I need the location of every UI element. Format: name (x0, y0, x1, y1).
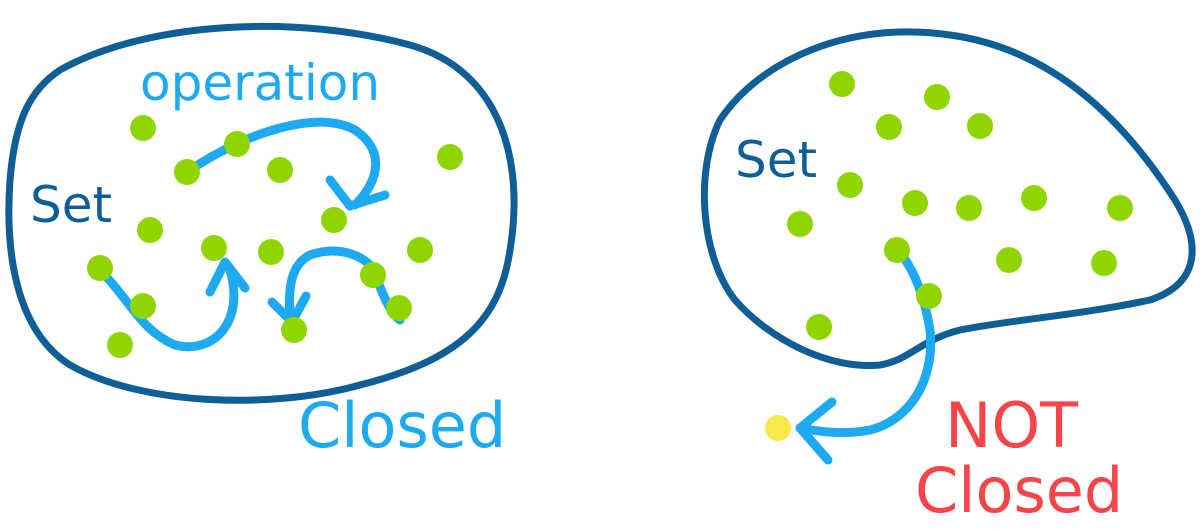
not-closed-label: Closed (915, 454, 1123, 527)
element-dot (437, 144, 463, 170)
element-dot (174, 159, 200, 185)
element-dot (1107, 195, 1133, 221)
closed-label: Closed (298, 389, 506, 462)
escape-arrow (795, 245, 936, 465)
element-dot (829, 71, 855, 97)
element-dot (224, 131, 250, 157)
element-dot (130, 115, 156, 141)
operation-arrow-left-head (205, 257, 250, 297)
element-dot (87, 255, 113, 281)
element-dot (924, 84, 950, 110)
element-dot (902, 190, 928, 216)
operation-arrow-top-head (325, 175, 390, 211)
not-closed-set-panel: Set NOT Closed (700, 28, 1196, 527)
left-set-boundary (5, 22, 518, 404)
element-dot (130, 293, 156, 319)
element-dot (137, 217, 163, 243)
element-dot (967, 113, 993, 139)
element-dot (806, 314, 832, 340)
element-dot (884, 237, 910, 263)
element-dot (360, 262, 386, 288)
element-dot (1021, 185, 1047, 211)
element-dot (281, 317, 307, 343)
element-dot (876, 114, 902, 140)
right-set-boundary (700, 28, 1196, 370)
escape-arrow-path (795, 245, 936, 438)
element-dot (837, 172, 863, 198)
element-dot (386, 295, 412, 321)
operation-arrow-left (95, 265, 239, 352)
element-dot (321, 207, 347, 233)
element-dot (267, 157, 293, 183)
left-set-label: Set (30, 176, 112, 234)
operation-arrow-mid (284, 246, 385, 323)
element-dot (956, 195, 982, 221)
right-set-label: Set (735, 131, 817, 189)
element-dot (787, 211, 813, 237)
element-dot (201, 235, 227, 261)
left-set-elements (87, 115, 463, 358)
element-dot (107, 332, 133, 358)
element-dot (916, 283, 942, 309)
element-dot (996, 247, 1022, 273)
element-dot (258, 239, 284, 265)
closed-set-panel: Set operation Closed (5, 22, 518, 462)
right-set-elements (787, 71, 1133, 340)
operation-label: operation (140, 54, 380, 112)
escape-arrow-head (795, 397, 837, 465)
element-dot (407, 237, 433, 263)
element-dot (1091, 250, 1117, 276)
not-label: NOT (945, 389, 1079, 462)
outside-element-dot (765, 415, 791, 441)
